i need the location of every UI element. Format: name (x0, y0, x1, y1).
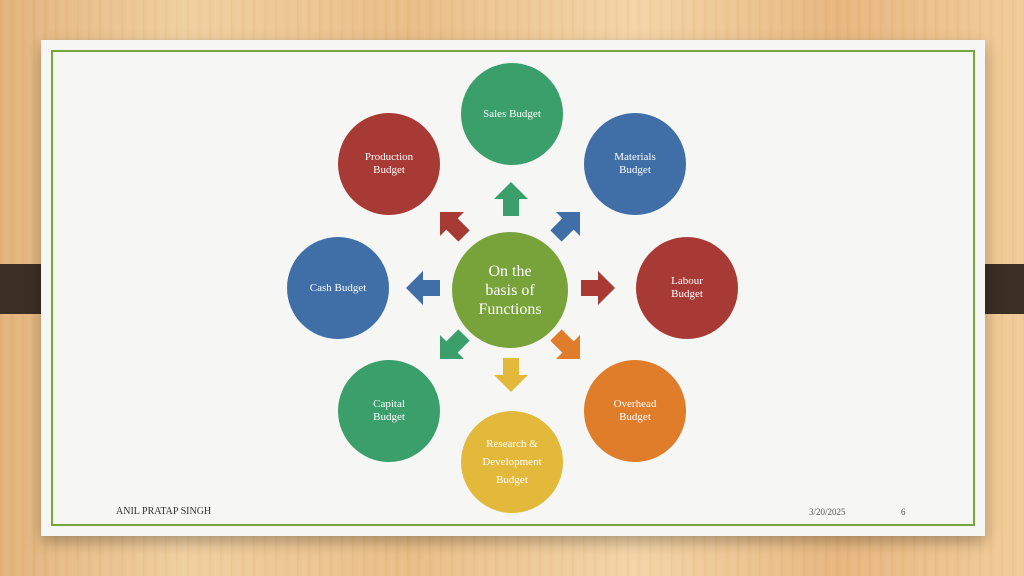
footer-page-number: 6 (901, 507, 906, 517)
arrow-down-icon (494, 358, 528, 392)
slide: On the basis of Functions Sales Budget M… (41, 40, 985, 536)
node-label: Production Budget (364, 151, 414, 176)
center-node: On the basis of Functions (452, 232, 568, 348)
node-cash-budget: Cash Budget (287, 237, 389, 339)
node-label: Research & Development Budget (482, 438, 542, 486)
arrow-up-left-icon (439, 211, 470, 242)
arrow-down-right-icon (550, 329, 581, 360)
node-capital-budget: Capital Budget (338, 360, 440, 462)
node-label: Overhead Budget (613, 398, 657, 423)
node-production-budget: Production Budget (338, 113, 440, 215)
node-labour-budget: Labour Budget (636, 237, 738, 339)
slide-frame (51, 50, 975, 526)
footer-author: ANIL PRATAP SINGH (116, 506, 212, 517)
arrow-up-right-icon (550, 211, 581, 242)
node-label: Cash Budget (309, 281, 367, 294)
footer-date: 3/20/2025 (809, 507, 846, 517)
arrow-left-icon (406, 271, 440, 305)
node-label: Sales Budget (483, 107, 541, 120)
node-label: Materials Budget (614, 151, 656, 176)
node-label: Capital Budget (373, 398, 405, 423)
arrow-up-icon (494, 182, 528, 216)
node-materials-budget: Materials Budget (584, 113, 686, 215)
node-label: Labour Budget (671, 275, 703, 300)
center-node-label: On the basis of Functions (478, 262, 542, 318)
arrow-down-left-icon (439, 329, 470, 360)
node-sales-budget: Sales Budget (461, 63, 563, 165)
node-overhead-budget: Overhead Budget (584, 360, 686, 462)
arrow-right-icon (581, 271, 615, 305)
node-research-development-budget: Research & Development Budget (461, 411, 563, 513)
